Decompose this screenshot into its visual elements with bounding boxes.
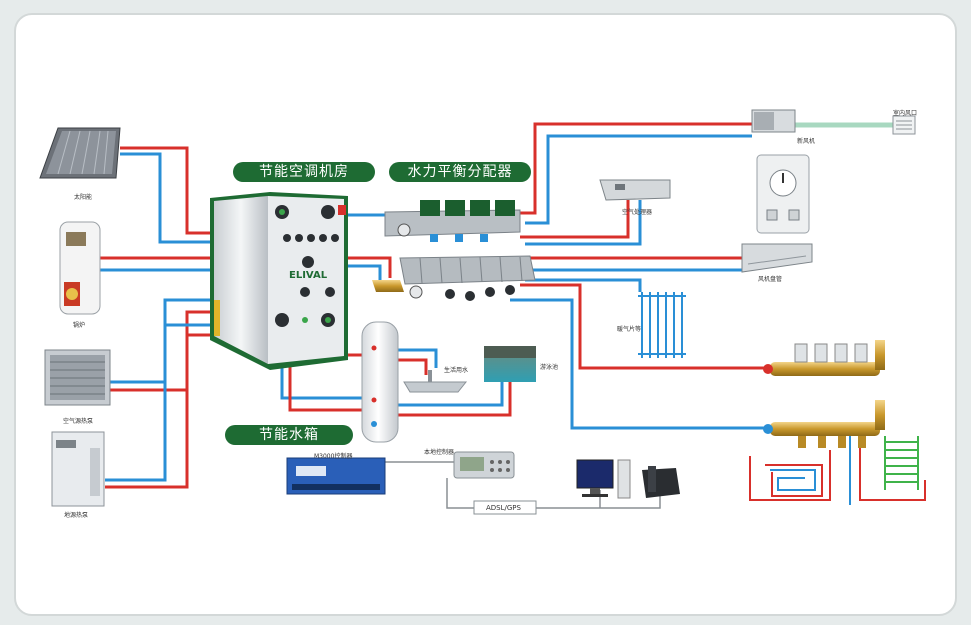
- pool-caption: 游泳池: [540, 364, 559, 371]
- air-handler-caption: 空气处理器: [622, 209, 653, 216]
- distribution-pipes: [510, 122, 770, 430]
- indoor-vent-caption: 室内风口: [893, 110, 918, 117]
- sink-icon: [403, 370, 468, 393]
- radiator-caption: 暖气片等: [617, 326, 642, 333]
- floor-manifold-icon: [763, 340, 885, 448]
- pool-image: [484, 346, 536, 382]
- fresh-air-unit-caption: 新风机: [797, 138, 816, 145]
- hydraulic-manifold: [372, 200, 536, 301]
- manifold-pipes: [348, 213, 392, 282]
- fresh-air-unit-icon: [751, 109, 796, 133]
- brand-logo: ELIVAL: [289, 270, 328, 281]
- radiator-icon: [638, 292, 686, 358]
- towel-radiator-icon: [884, 436, 919, 490]
- ground-heat-pump-icon: [51, 431, 105, 507]
- floor-heating-loop: [749, 430, 926, 505]
- boiler-caption: 锅炉: [73, 322, 86, 329]
- network-caption: ADSL/GPS: [486, 504, 521, 512]
- network-box: [473, 500, 537, 515]
- computer-icon: [576, 459, 631, 499]
- m3000-controller-icon: [286, 457, 386, 495]
- water-tank: [361, 321, 399, 443]
- fan-coil-icon: [741, 243, 813, 273]
- local-controller-icon: [453, 451, 515, 479]
- ground-heat-pump-caption: 地源热泵: [64, 512, 89, 519]
- thermostat-icon[interactable]: [756, 154, 810, 234]
- tank-pipes: [280, 348, 512, 417]
- source-pipes: [100, 146, 212, 489]
- diagram-panel: [14, 13, 957, 616]
- local-controller-caption: 本地控制器: [424, 449, 455, 456]
- domestic-water-caption: 生活用水: [444, 367, 469, 374]
- air-handler-icon: [599, 179, 671, 201]
- machine-room-cabinet: [210, 192, 348, 370]
- phone-icon: [642, 466, 680, 498]
- manifold-label: 水力平衡分配器: [389, 162, 531, 182]
- fan-coil-caption: 风机盘管: [758, 276, 783, 283]
- water-tank-label: 节能水箱: [225, 425, 353, 445]
- solar-panel-icon: [39, 127, 121, 179]
- controller-caption: M3000控制器: [314, 453, 353, 460]
- indoor-vent-icon: [892, 115, 916, 135]
- machine-room-label: 节能空调机房: [233, 162, 375, 182]
- air-heat-pump-icon: [44, 349, 111, 406]
- air-heat-pump-caption: 空气源热泵: [63, 418, 94, 425]
- solar-panel-caption: 太阳能: [74, 194, 93, 201]
- boiler-icon: [59, 221, 101, 315]
